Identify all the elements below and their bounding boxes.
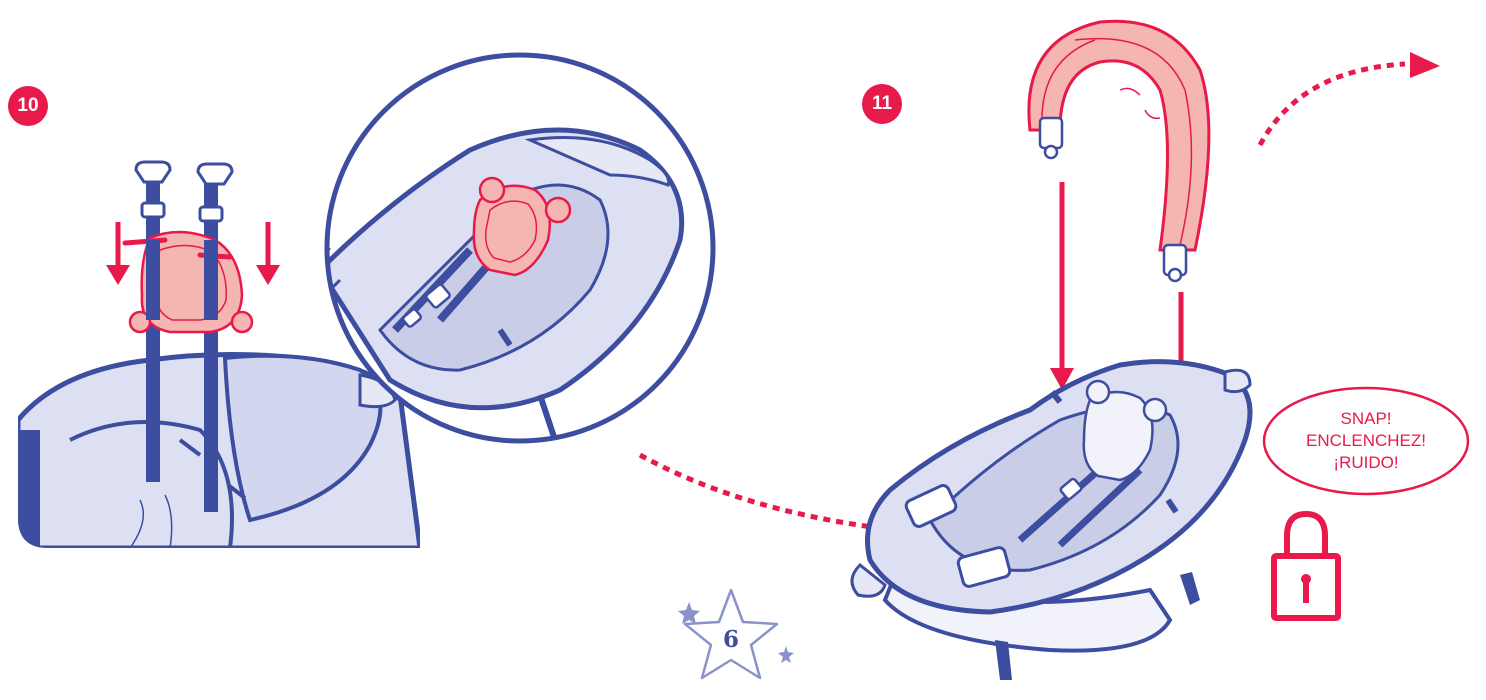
snap-bubble: SNAP! ENCLENCHEZ! ¡RUIDO!	[1262, 387, 1470, 495]
down-arrow-icon	[256, 222, 280, 285]
snap-text-line1: SNAP!	[1340, 409, 1392, 428]
snap-text-line2: ENCLENCHEZ!	[1306, 431, 1426, 450]
snap-bubble-outline	[1262, 386, 1470, 496]
zoom-detail-circle	[324, 52, 716, 444]
head-support-pad	[122, 230, 254, 334]
dotted-arrow-icon	[1257, 52, 1440, 147]
step-10-badge: 10	[8, 86, 48, 126]
strap-buckle-right	[196, 162, 234, 223]
page-number: 6	[722, 626, 739, 653]
down-arrow-icon	[1050, 182, 1074, 390]
canopy-clip-right	[1162, 243, 1188, 283]
star-icon	[678, 588, 794, 680]
head-support-pad-installed	[472, 176, 572, 277]
canopy-clip-left	[1038, 116, 1064, 160]
snap-text-line3: ¡RUIDO!	[1333, 453, 1399, 472]
lock-icon	[1271, 510, 1341, 621]
down-arrow-icon	[106, 222, 130, 285]
bouncer-seat	[850, 359, 1253, 680]
strap-buckle-left	[134, 160, 172, 219]
canopy-bar	[1027, 19, 1211, 283]
head-support-pad-installed	[1082, 379, 1168, 482]
step-11-badge: 11	[862, 84, 902, 124]
dotted-connector	[638, 452, 881, 531]
